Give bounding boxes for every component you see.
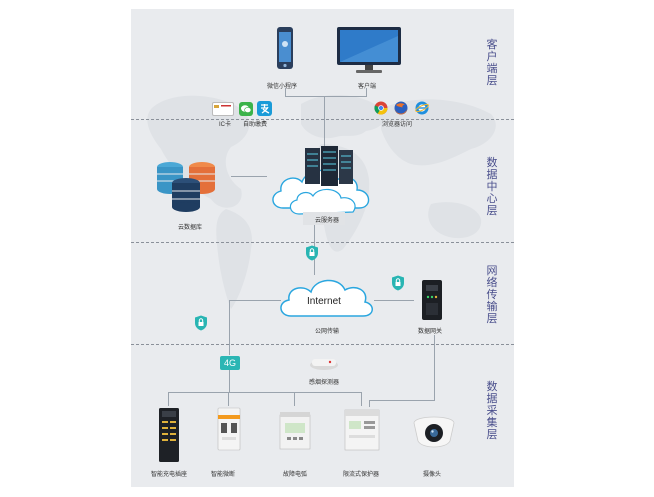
alipay-icon (257, 101, 272, 116)
wechat-mini-label: 微信小程序 (267, 84, 298, 90)
connector-right-bus (369, 400, 435, 401)
public-transmission-label: 公网传输 (315, 329, 340, 335)
smoke-detector-icon (310, 359, 338, 370)
security-lock-icon (392, 275, 404, 291)
smoke-detector-label: 感烟探测器 (309, 380, 340, 386)
separator-datacenter-network (131, 242, 514, 243)
ie-browser-icon (415, 101, 429, 115)
drop-right-limiter (369, 400, 370, 407)
smart-breaker-label: 智能微断 (211, 472, 236, 478)
cloud-server-tag (303, 212, 345, 225)
layer-label-collection: 数据采集层 (486, 380, 498, 441)
separator-client-datacenter (131, 119, 514, 120)
connector-bottom-left-bus (168, 392, 361, 393)
security-lock-icon (195, 315, 207, 331)
layer-label-network: 网络传输层 (486, 264, 498, 325)
separator-network-collection (131, 344, 514, 345)
arc-detector-label: 故障电弧 (283, 472, 308, 478)
desktop-monitor-icon (337, 27, 401, 73)
camera-label: 摄像头 (423, 472, 442, 478)
connector-client-left (285, 88, 286, 97)
current-limiter-icon (344, 409, 380, 451)
smartphone-icon (277, 27, 293, 69)
charging-socket-label: 智能充电插座 (151, 472, 188, 478)
connector-gateway-down (434, 335, 435, 401)
connector-left-down (229, 300, 230, 355)
connector-client-to-server (324, 96, 325, 149)
connector-internet-left (229, 300, 281, 301)
data-gateway-icon (422, 280, 442, 320)
connector-client-right (366, 88, 367, 97)
arc-fault-detector-icon (279, 412, 311, 450)
connector-db-server (231, 176, 267, 177)
charging-socket-icon (159, 408, 179, 462)
internet-label: Internet (307, 296, 341, 307)
self-pay-label: 自助缴费 (243, 122, 268, 128)
connector-internet-gateway (374, 300, 414, 301)
data-gateway-label: 数据网关 (418, 329, 443, 335)
internet-cloud-icon (280, 279, 373, 317)
browser-access-label: 浏览器访问 (382, 122, 413, 128)
drop-arc (294, 392, 295, 406)
ic-card-label: IC卡 (219, 122, 232, 128)
firefox-icon (394, 101, 408, 115)
drop-limiter (361, 392, 362, 406)
cloud-server-icon (272, 146, 370, 215)
connector-client-h (285, 96, 367, 97)
security-lock-icon (306, 245, 318, 261)
current-limiter-label: 限流式保护器 (343, 472, 380, 478)
pc-client-label: 客户端 (358, 84, 377, 90)
layer-label-datacenter: 数据中心层 (486, 156, 498, 217)
drop-charging (168, 392, 169, 406)
drop-breaker (228, 392, 229, 406)
cloud-database-icon (157, 162, 215, 212)
camera-icon (413, 416, 455, 448)
chrome-icon (374, 101, 388, 115)
smart-breaker-icon (217, 407, 241, 451)
cloud-server-label: 云服务器 (315, 218, 340, 224)
connector-4g-down (229, 370, 230, 392)
cloud-db-label: 云数据库 (178, 225, 203, 231)
architecture-panel: 微信小程序 客户端 IC卡 自助缴费 浏览 (131, 9, 514, 487)
badge-4g: 4G (220, 356, 240, 370)
wechat-icon (239, 102, 253, 116)
layer-label-client: 客户端层 (486, 38, 498, 87)
ic-card-icon (212, 102, 234, 116)
